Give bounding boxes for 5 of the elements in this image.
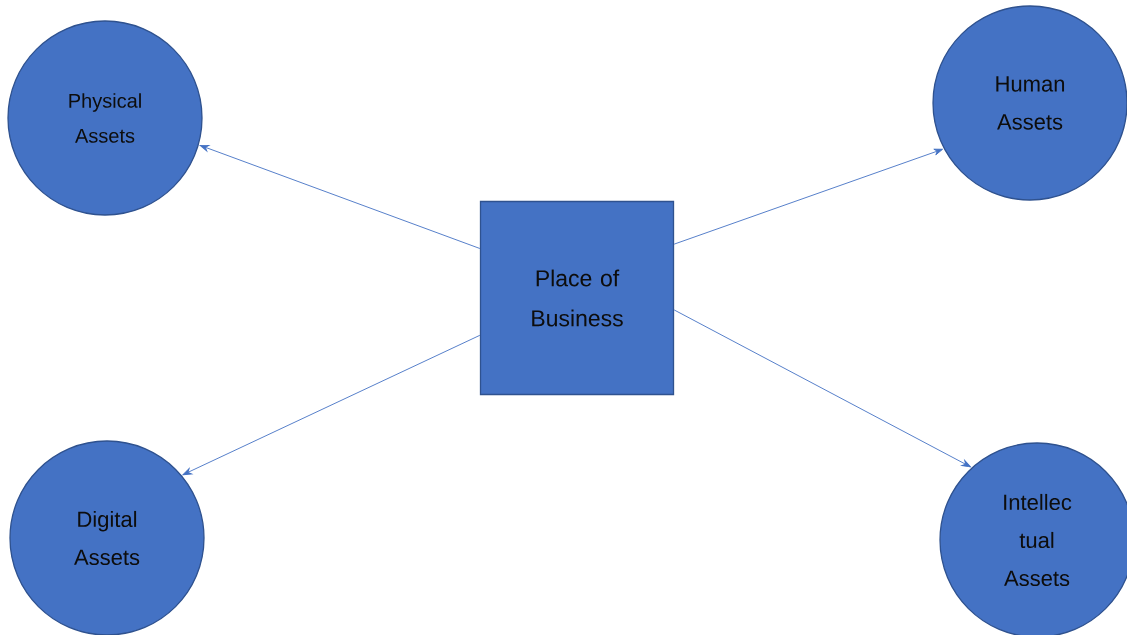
arrow bbox=[673, 309, 971, 468]
arrow bbox=[182, 334, 481, 476]
business-box: Place of Business bbox=[479, 200, 675, 396]
arrow bbox=[673, 148, 943, 245]
arrow bbox=[199, 144, 481, 249]
